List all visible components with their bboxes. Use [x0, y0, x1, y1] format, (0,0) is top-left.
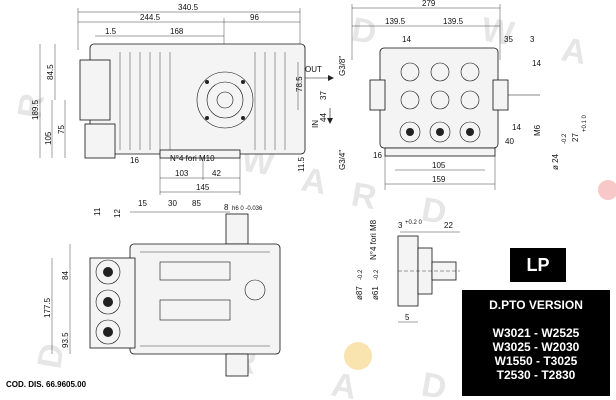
phi-61-tol: -0.2	[374, 269, 380, 280]
holes-m8: N°4 fori M8	[369, 219, 378, 260]
dim-139-5-b: 139.5	[443, 17, 464, 26]
dim-189-5: 189.5	[31, 99, 40, 120]
in-label: IN	[311, 120, 320, 128]
dim-177-5: 177.5	[43, 297, 52, 318]
top-view: 11 12 15 30 85 8 h6 0 -0.036 84 177.5 93…	[43, 199, 281, 377]
out-arrow-icon	[328, 75, 334, 81]
dim-30: 30	[168, 199, 177, 208]
svg-text:D: D	[419, 365, 450, 400]
yellow-dot-2	[344, 342, 372, 370]
dim-3-flange: 3	[398, 221, 403, 230]
red-dot-2	[598, 180, 616, 200]
dim-14-b: 14	[532, 59, 541, 68]
phi-24: ø 24	[551, 153, 560, 170]
dim-279: 279	[422, 0, 436, 8]
svg-text:W: W	[479, 10, 518, 53]
out-label: OUT	[305, 65, 322, 74]
dim-105: 105	[44, 131, 53, 145]
dim-35: 35	[504, 35, 513, 44]
dim-1-5: 1.5	[105, 27, 117, 36]
dim-3-tol: +0.2 0	[405, 220, 423, 226]
dim-93-5: 93.5	[61, 332, 70, 348]
dim-75: 75	[57, 125, 66, 134]
g34-label: G3/4"	[338, 150, 347, 170]
side-view: 279 139.5 139.5 14 35 3 14 16 105 159 40	[351, 0, 588, 190]
model-line: W1550 - T3025	[494, 354, 578, 368]
front-view: 340.5 244.5 96 1.5 168	[31, 3, 347, 195]
lp-label: LP	[510, 248, 566, 282]
phi-24-tol: -0.2	[562, 133, 568, 144]
dim-27: 27	[571, 133, 580, 142]
dim-44: 44	[319, 113, 328, 122]
phi-87: ø87	[355, 286, 364, 300]
dim-11: 11	[93, 207, 102, 216]
svg-text:D: D	[349, 10, 380, 52]
dim-8: 8	[224, 203, 229, 212]
dim-15: 15	[138, 199, 147, 208]
version-box: D.PTO VERSION W3021 - W2525 W3025 - W203…	[462, 290, 610, 396]
g38-label: G3/8"	[338, 56, 347, 76]
phi-61: ø61	[371, 286, 380, 300]
dim-16-side: 16	[373, 151, 382, 160]
svg-text:A: A	[329, 365, 360, 400]
dim-244-5: 244.5	[140, 13, 161, 22]
dim-84: 84	[61, 271, 70, 280]
dim-16: 16	[130, 156, 139, 165]
dim-14-a: 14	[402, 35, 411, 44]
dim-5: 5	[405, 313, 410, 322]
m6-label: M6	[533, 124, 542, 136]
dim-139-5-a: 139.5	[385, 17, 406, 26]
holes-m10: N°4 fori M10	[170, 154, 215, 163]
dim-8-tol: h6 0 -0.036	[232, 206, 263, 212]
dim-42: 42	[212, 169, 221, 178]
in-arrow-icon	[327, 118, 333, 124]
dim-22: 22	[444, 221, 453, 230]
dim-145: 145	[196, 183, 210, 192]
drawing-code: COD. DIS. 66.9605.00	[6, 380, 87, 389]
model-line: W3025 - W2030	[492, 340, 580, 354]
dim-105-side: 105	[432, 161, 446, 170]
dim-14-c: 14	[512, 123, 521, 132]
model-line: T2530 - T2830	[496, 368, 576, 382]
version-title: D.PTO VERSION	[489, 298, 583, 312]
svg-text:A: A	[559, 30, 590, 72]
dim-40: 40	[505, 137, 514, 146]
dim-85: 85	[192, 199, 201, 208]
dim-340-5: 340.5	[178, 3, 199, 12]
dim-27-tol: +0.1 0	[582, 114, 588, 132]
flange-view: N°4 fori M8 3 +0.2 0 22 ø87 -0.2 ø61 -0.…	[355, 219, 460, 323]
dim-84-5: 84.5	[46, 64, 55, 80]
dim-96: 96	[250, 13, 259, 22]
model-line: W3021 - W2525	[492, 326, 580, 340]
phi-87-tol: -0.2	[358, 269, 364, 280]
dim-11-5: 11.5	[297, 156, 306, 172]
dim-78-5: 78.5	[295, 76, 304, 92]
dim-37: 37	[319, 91, 328, 100]
dim-168: 168	[170, 27, 184, 36]
dim-159: 159	[432, 175, 446, 184]
dim-12: 12	[113, 209, 122, 218]
svg-text:R: R	[349, 175, 380, 217]
dim-103: 103	[175, 169, 189, 178]
dim-3: 3	[530, 35, 535, 44]
